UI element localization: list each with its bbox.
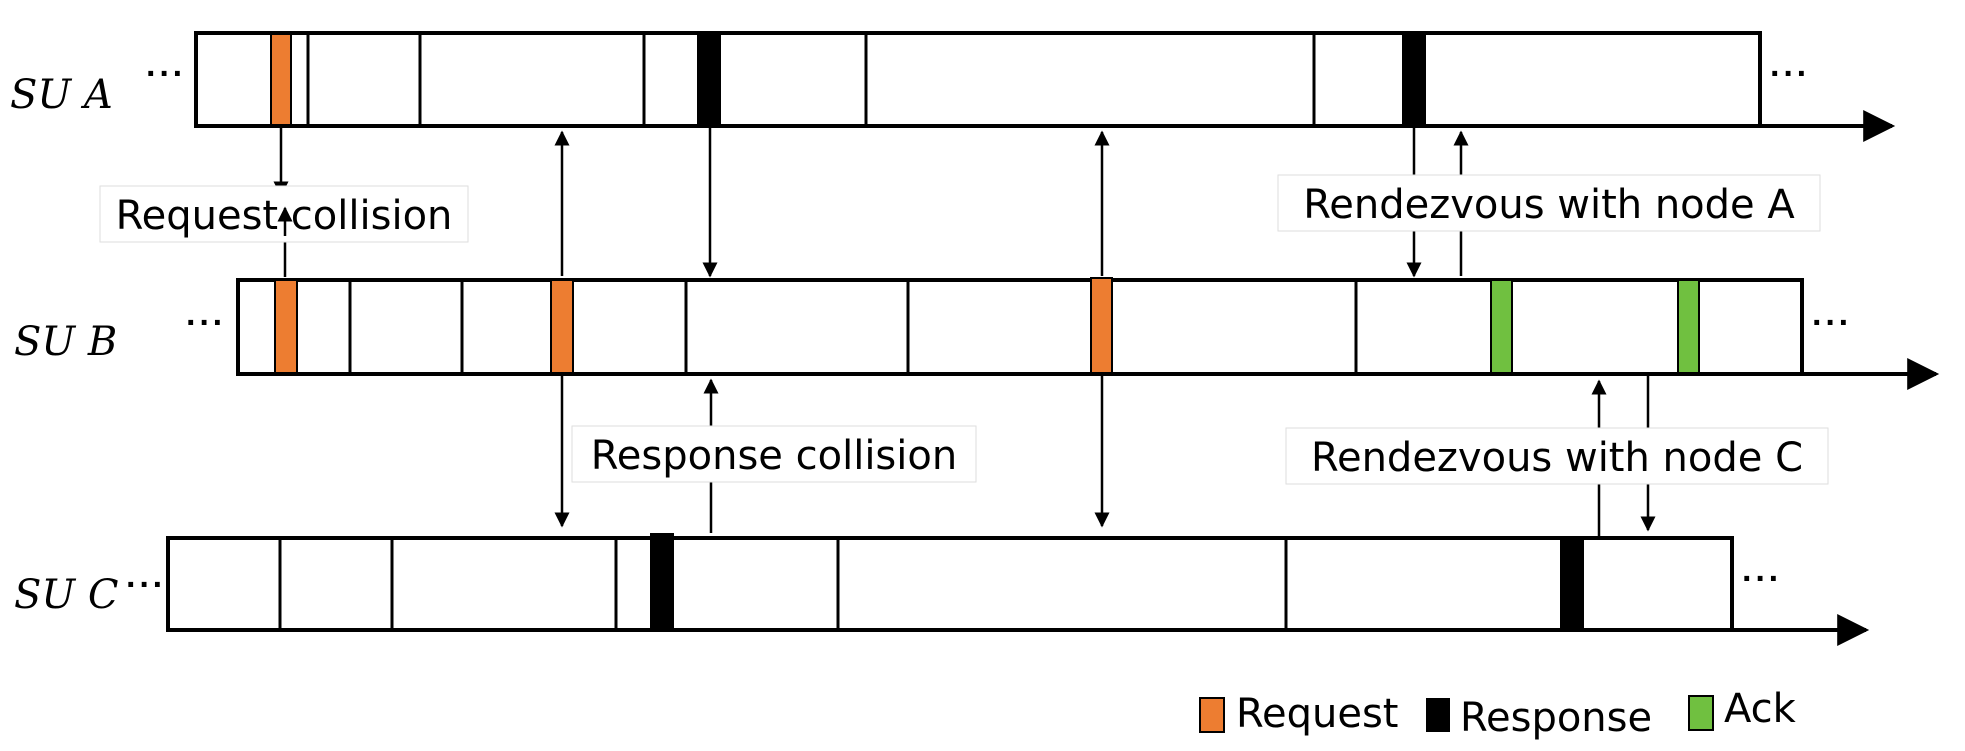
- ellipsis-left-su-c: ···: [126, 566, 166, 604]
- response-slot-c1: [650, 533, 674, 630]
- row-label-su-c: SU C: [14, 572, 118, 618]
- ellipsis-left-su-a: ···: [146, 55, 186, 93]
- annotation-rendezvous-c: Rendezvous with node C: [1285, 427, 1829, 485]
- ellipsis-right-su-b: ···: [1812, 304, 1852, 342]
- frame-su-a: [194, 31, 1762, 128]
- legend-label-response: Response: [1460, 695, 1652, 741]
- annotation-box: [1277, 174, 1821, 232]
- ellipsis-left-su-b: ···: [186, 304, 226, 342]
- row-label-su-b: SU B: [14, 319, 117, 365]
- legend-swatch-response: [1426, 698, 1450, 732]
- legend: Request Response Ack: [1199, 686, 1797, 741]
- response-slot-a2: [1402, 33, 1426, 126]
- request-slot-b2: [550, 279, 574, 374]
- ellipsis-right-su-c: ···: [1742, 560, 1782, 598]
- timeline-su-c: SU C ··· ···: [14, 533, 1870, 646]
- annotation-text: Response collision: [591, 433, 957, 479]
- annotation-text: Rendezvous with node C: [1311, 435, 1803, 481]
- annotation-response-collision: Response collision: [571, 425, 977, 483]
- slot-dividers-su-c: [278, 538, 1288, 630]
- annotation-text: Rendezvous with node A: [1303, 182, 1795, 228]
- ack-slot-b2: [1677, 279, 1700, 374]
- legend-label-request: Request: [1236, 691, 1398, 737]
- ellipsis-right-su-a: ···: [1770, 55, 1810, 93]
- annotation-rendezvous-a: Rendezvous with node A: [1277, 174, 1821, 232]
- row-label-su-a: SU A: [10, 72, 113, 118]
- frame-su-c: [166, 536, 1734, 632]
- timeline-su-a: SU A ··· ···: [10, 31, 1896, 142]
- legend-swatch-request: [1199, 697, 1225, 733]
- annotation-box: [1285, 427, 1829, 485]
- timeline-su-b: SU B ··· ···: [14, 277, 1940, 390]
- legend-label-ack: Ack: [1724, 686, 1797, 732]
- frame-su-b: [236, 278, 1804, 376]
- response-slot-c2: [1560, 538, 1584, 630]
- slot-dividers-su-b: [348, 280, 1358, 374]
- annotation-request-collision: Request collision: [99, 185, 469, 243]
- request-slot-a1: [270, 33, 292, 126]
- ack-slot-b1: [1490, 279, 1513, 374]
- slot-dividers-su-a: [306, 33, 1316, 126]
- legend-swatch-ack: [1688, 695, 1714, 731]
- request-slot-b1: [274, 279, 298, 374]
- response-slot-a1: [697, 33, 721, 126]
- request-slot-b3: [1090, 277, 1113, 374]
- annotation-box: [571, 425, 977, 483]
